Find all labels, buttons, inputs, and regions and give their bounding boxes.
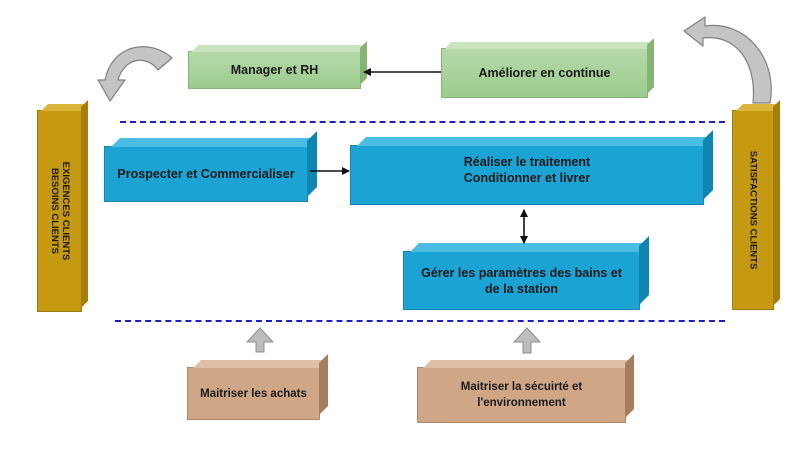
bottom-boundary-line bbox=[115, 320, 725, 322]
box-gerer-parametres: Gérer les paramètres des bains et de la … bbox=[403, 251, 640, 310]
box-maitriser-securite: Maitriser la sécuirté et l'environnement bbox=[417, 367, 626, 423]
pillar-exigences-clients: EXIGENCES CLIENTS BESOINS CLIENTS bbox=[37, 110, 82, 312]
box-maitriser-achats: Maitriser les achats bbox=[187, 367, 320, 420]
box-manager-rh: Manager et RH bbox=[188, 51, 361, 89]
box-prospecter-commercialiser: Prospecter et Commercialiser bbox=[104, 146, 308, 202]
box-realiser-traitement: Réaliser le traitement Conditionner et l… bbox=[350, 145, 704, 205]
pillar-satisfactions-clients: SATISFACTIONS CLIENTS bbox=[732, 110, 774, 310]
up-arrow-achats-icon bbox=[245, 327, 275, 353]
curved-arrow-right-icon bbox=[683, 16, 772, 104]
top-boundary-line bbox=[120, 121, 725, 123]
curved-arrow-left-icon bbox=[97, 46, 173, 102]
box-ameliorer-continue: Améliorer en continue bbox=[441, 48, 648, 98]
up-arrow-securite-icon bbox=[512, 327, 542, 354]
